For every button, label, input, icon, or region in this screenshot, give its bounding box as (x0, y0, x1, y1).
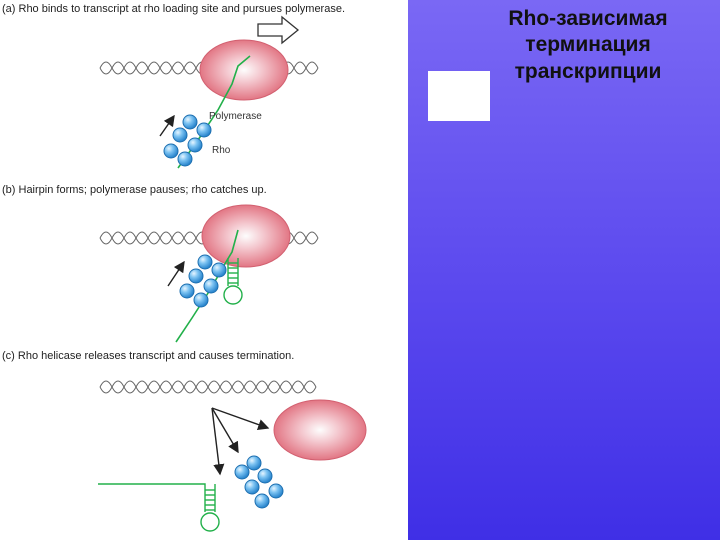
caption-panel-a: (a) Rho binds to transcript at rho loadi… (2, 3, 345, 15)
polymerase-c (273, 399, 367, 461)
rho-termination-figure: (a) Rho binds to transcript at rho loadi… (2, 3, 367, 532)
rna-hairpin-b (223, 258, 243, 305)
caption-panel-b: (b) Hairpin forms; polymerase pauses; rh… (2, 184, 267, 196)
figure-svg: (a) Rho binds to transcript at rho loadi… (2, 3, 367, 532)
label-rho: Rho (212, 145, 231, 156)
rho-hexamer-a (163, 114, 212, 167)
label-polymerase: Polymerase (209, 111, 262, 122)
dna-helix-c (99, 380, 317, 394)
released-transcript (98, 483, 220, 532)
dna-helix-b (99, 231, 319, 245)
rho-hexamer-c (234, 455, 284, 509)
rho-hexamer-b (179, 254, 227, 308)
rho-motion-arrow-a (159, 114, 175, 137)
release-arrows (211, 407, 270, 476)
caption-panel-c: (c) Rho helicase releases transcript and… (2, 350, 294, 362)
polymerase-a (199, 39, 289, 101)
rho-motion-arrow-b (167, 260, 185, 287)
white-placeholder-box (428, 71, 490, 121)
slide-title: Rho-зависимая терминация транскрипции (508, 7, 668, 83)
polymerase-b (201, 204, 291, 268)
direction-arrow-icon (257, 15, 300, 45)
